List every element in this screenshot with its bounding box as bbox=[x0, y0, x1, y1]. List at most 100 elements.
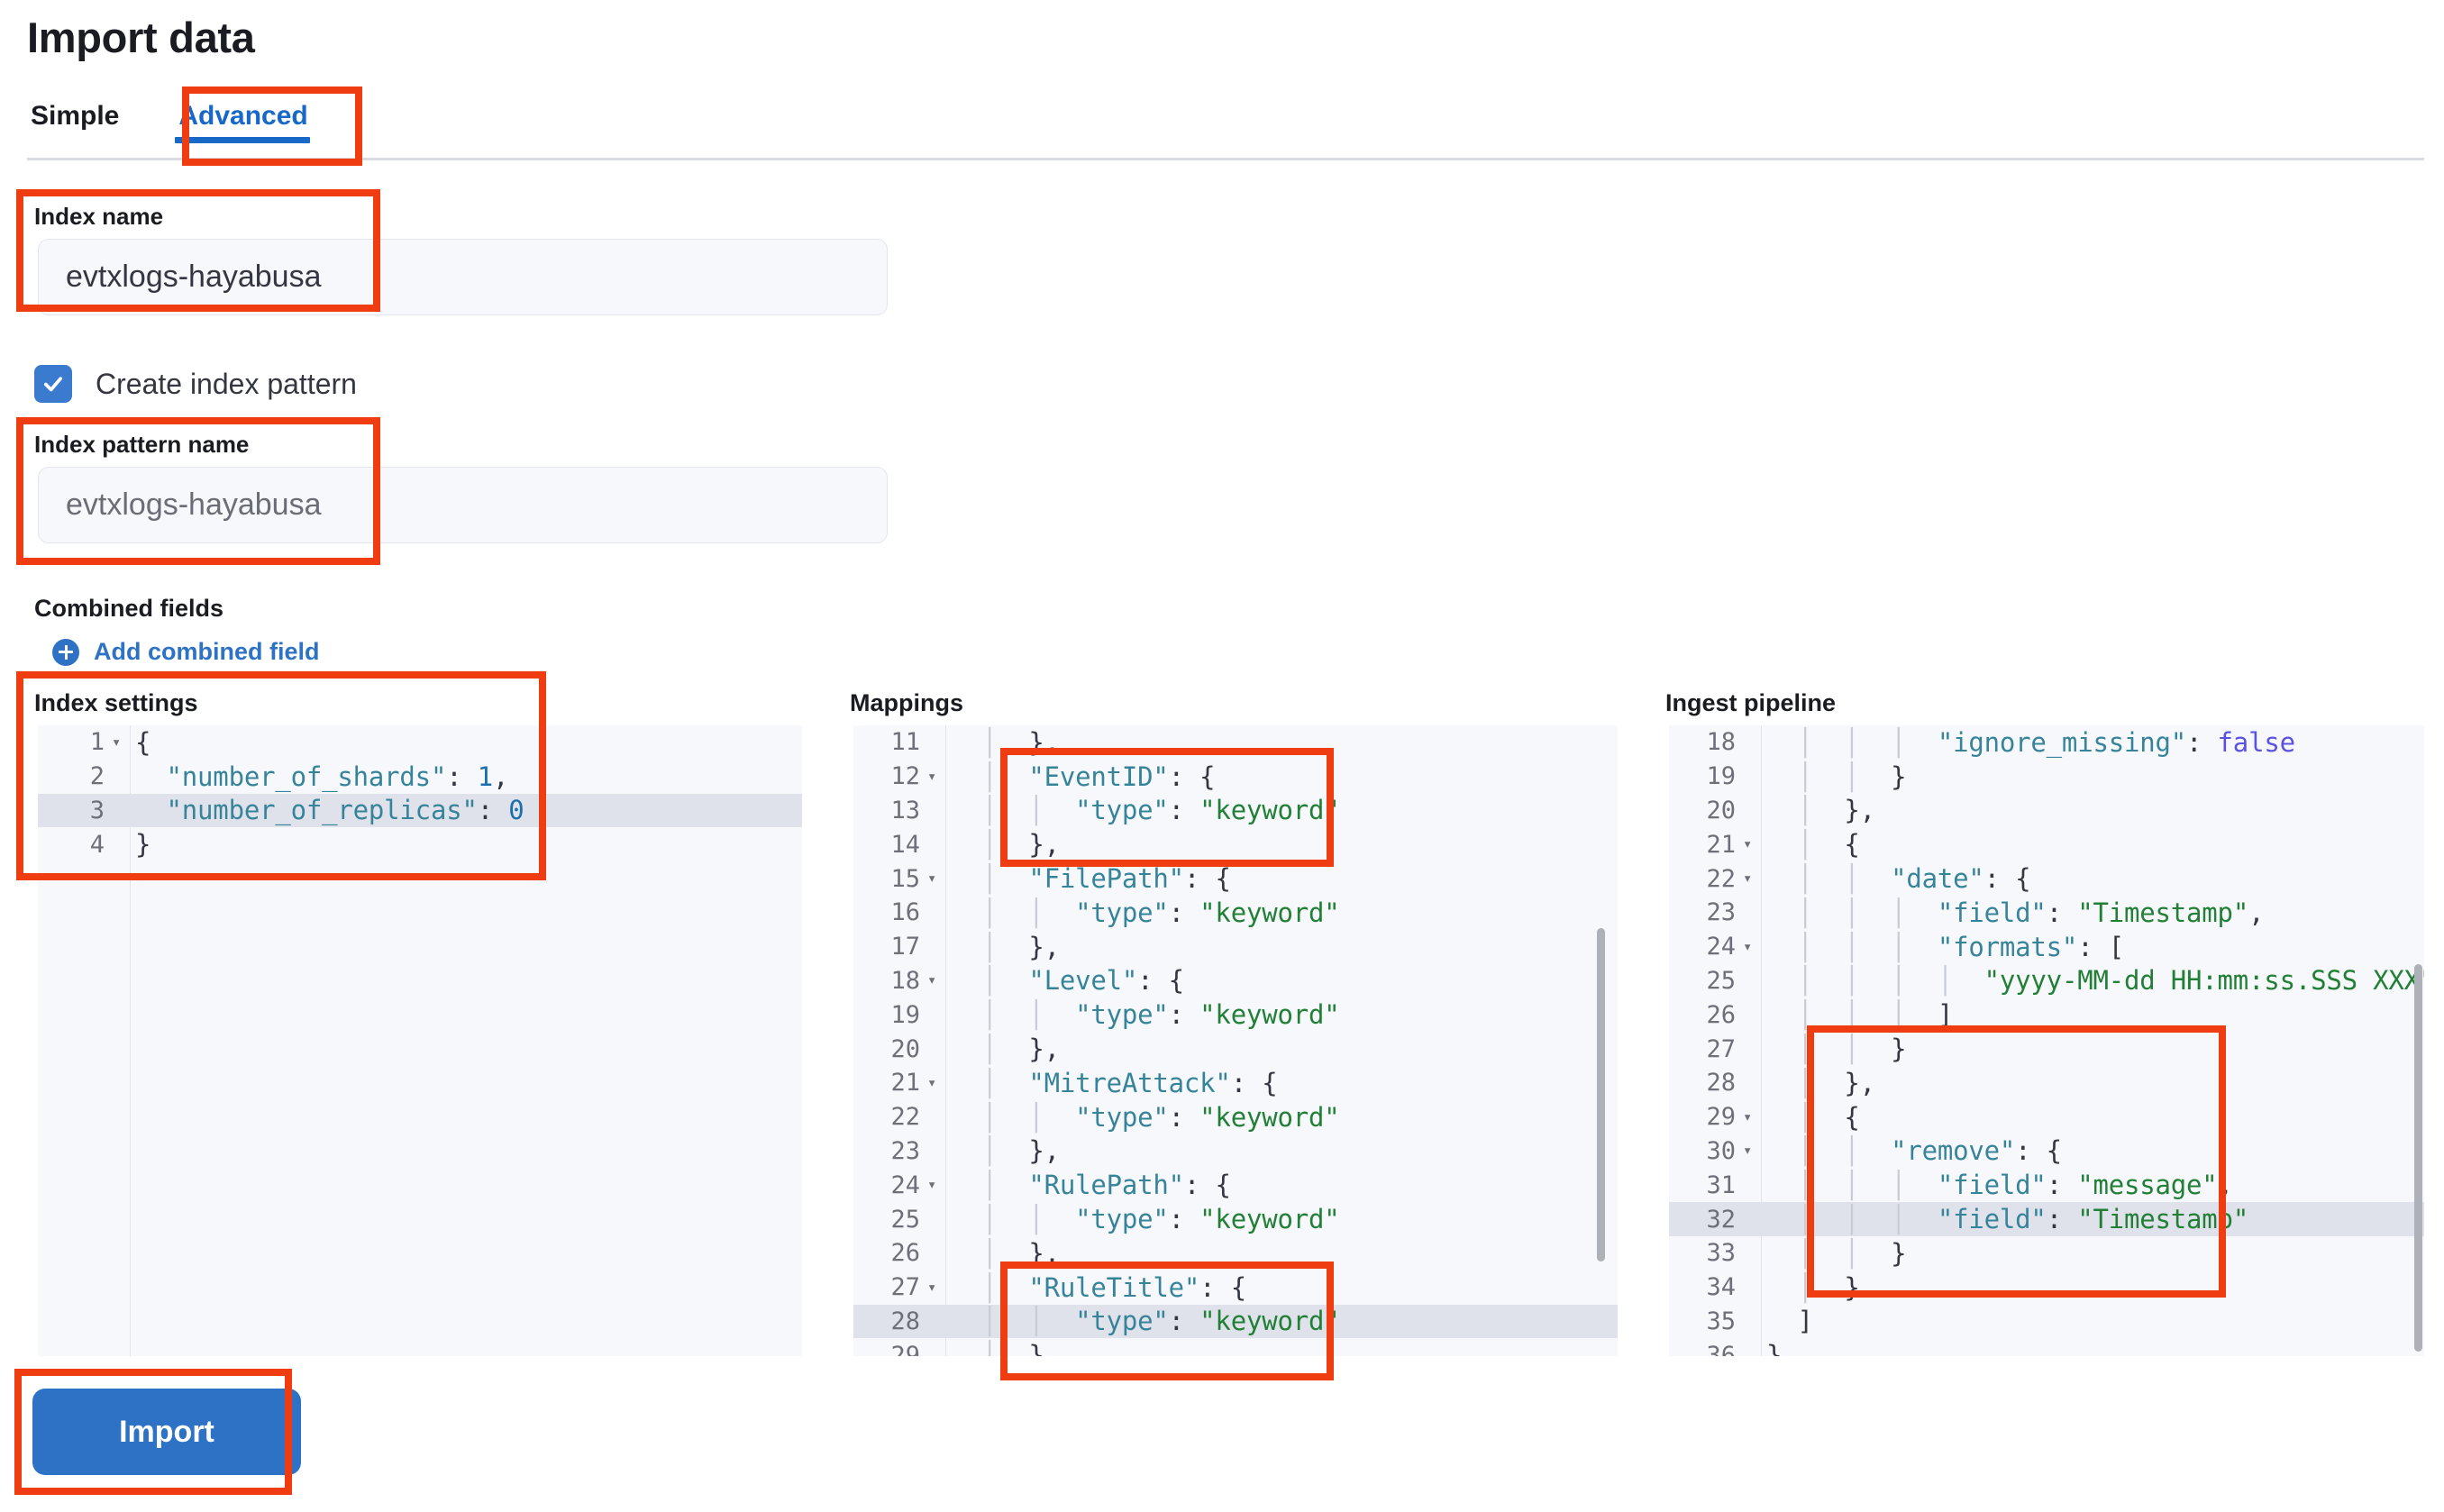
index-settings-editor[interactable]: 1▾{2 "number_of_shards": 1,3 "number_of_… bbox=[38, 725, 802, 1356]
code-line: 18 │ │ │ "ignore_missing": false bbox=[1669, 725, 2424, 760]
mappings-editor[interactable]: 11 │ },12▾ │ "EventID": {13 │ │ "type": … bbox=[853, 725, 1618, 1356]
line-number: 35 bbox=[1706, 1307, 1736, 1335]
fold-caret-icon[interactable]: ▾ bbox=[927, 870, 937, 888]
code-text: │ }, bbox=[951, 1034, 1061, 1065]
add-combined-field-button[interactable]: Add combined field bbox=[52, 638, 320, 666]
line-number: 26 bbox=[1706, 1000, 1736, 1029]
code-text: } bbox=[135, 829, 151, 861]
fold-caret-icon[interactable]: ▾ bbox=[927, 767, 937, 786]
checkmark-icon bbox=[34, 365, 72, 403]
fold-caret-icon[interactable]: ▾ bbox=[1743, 1142, 1753, 1161]
code-text: │ "MitreAttack": { bbox=[951, 1067, 1278, 1098]
code-line: 19 │ │ } bbox=[1669, 760, 2424, 794]
line-number: 28 bbox=[1706, 1069, 1736, 1098]
line-number: 19 bbox=[890, 1000, 920, 1029]
page-title: Import data bbox=[27, 14, 255, 61]
line-number: 18 bbox=[890, 966, 920, 995]
code-text: "number_of_shards": 1, bbox=[166, 761, 509, 792]
fold-caret-icon[interactable]: ▾ bbox=[1743, 835, 1753, 854]
fold-caret-icon[interactable]: ▾ bbox=[1743, 937, 1753, 956]
code-line: 36} bbox=[1669, 1338, 2424, 1356]
line-number: 29 bbox=[1706, 1103, 1736, 1132]
code-line: 13 │ │ "type": "keyword" bbox=[853, 794, 1618, 828]
fold-caret-icon[interactable]: ▾ bbox=[1743, 1107, 1753, 1126]
code-line: 29 ▾ │ { bbox=[1669, 1100, 2424, 1134]
line-number: 16 bbox=[890, 898, 920, 927]
code-text: │ { bbox=[1766, 1101, 1860, 1133]
fold-caret-icon[interactable]: ▾ bbox=[927, 1278, 937, 1297]
code-text: │ │ "type": "keyword" bbox=[951, 999, 1340, 1031]
code-line: 4} bbox=[38, 827, 802, 861]
line-number: 25 bbox=[1706, 966, 1736, 995]
fold-caret-icon[interactable]: ▾ bbox=[927, 1176, 937, 1195]
line-number: 25 bbox=[890, 1205, 920, 1234]
line-number: 33 bbox=[1706, 1239, 1736, 1268]
line-number: 34 bbox=[1706, 1273, 1736, 1302]
line-number: 11 bbox=[890, 728, 920, 757]
code-line: 17 │ }, bbox=[853, 930, 1618, 964]
code-text: │ │ "type": "keyword" bbox=[951, 1204, 1340, 1235]
code-line: 18 ▾ │ "Level": { bbox=[853, 964, 1618, 998]
code-line: 32 │ │ │ "field": "Timestamp" bbox=[1669, 1202, 2424, 1236]
line-number: 26 bbox=[890, 1239, 920, 1268]
code-text: │ }, bbox=[951, 1135, 1061, 1167]
code-line: 19 │ │ "type": "keyword" bbox=[853, 997, 1618, 1032]
fold-caret-icon[interactable]: ▾ bbox=[927, 1073, 937, 1092]
index-settings-title: Index settings bbox=[34, 689, 198, 716]
code-line: 34 │ } bbox=[1669, 1271, 2424, 1305]
code-text: │ }, bbox=[951, 726, 1061, 758]
line-number: 20 bbox=[890, 1034, 920, 1063]
code-text: │ │ "type": "keyword" bbox=[951, 1101, 1340, 1133]
combined-fields-title: Combined fields bbox=[34, 595, 224, 622]
fold-caret-icon[interactable]: ▾ bbox=[1743, 870, 1753, 888]
code-line: 28 │ }, bbox=[1669, 1066, 2424, 1100]
code-line: 26 │ │ │ ] bbox=[1669, 997, 2424, 1032]
line-number: 22 bbox=[1706, 864, 1736, 893]
code-line: 22 │ │ "type": "keyword" bbox=[853, 1100, 1618, 1134]
code-line: 23 │ }, bbox=[853, 1134, 1618, 1169]
line-number: 32 bbox=[1706, 1205, 1736, 1234]
line-number: 24 bbox=[890, 1170, 920, 1199]
code-text: │ } bbox=[1766, 1271, 1860, 1303]
line-number: 36 bbox=[1706, 1341, 1736, 1356]
mappings-scrollbar[interactable] bbox=[1597, 928, 1605, 1262]
code-line: 27▾ │ "RuleTitle": { bbox=[853, 1271, 1618, 1305]
code-line: 29 │ }, bbox=[853, 1338, 1618, 1356]
code-text: │ │ } bbox=[1766, 1237, 1907, 1269]
mappings-title: Mappings bbox=[850, 689, 963, 716]
fold-caret-icon[interactable]: ▾ bbox=[112, 733, 122, 751]
code-text: │ │ │ "formats": [ bbox=[1766, 931, 2125, 962]
fold-caret-icon[interactable]: ▾ bbox=[927, 971, 937, 990]
code-line: 31 │ │ │ "field": "message", bbox=[1669, 1168, 2424, 1202]
line-number: 14 bbox=[890, 830, 920, 859]
code-text: │ "Level": { bbox=[951, 965, 1185, 997]
index-pattern-name-label: Index pattern name bbox=[34, 431, 250, 458]
line-number: 17 bbox=[890, 933, 920, 961]
code-text: │ │ } bbox=[1766, 761, 1907, 792]
code-line: 11 │ }, bbox=[853, 725, 1618, 760]
code-text: │ │ │ "ignore_missing": false bbox=[1766, 726, 2296, 758]
code-line: 15▾ │ "FilePath": { bbox=[853, 861, 1618, 896]
code-line: 20 │ }, bbox=[1669, 794, 2424, 828]
ingest-pipeline-scrollbar[interactable] bbox=[2414, 964, 2422, 1352]
index-name-input[interactable]: evtxlogs-hayabusa bbox=[38, 239, 888, 315]
code-line: 23 │ │ │ "field": "Timestamp", bbox=[1669, 896, 2424, 930]
code-text: │ │ │ "field": "message", bbox=[1766, 1170, 2234, 1201]
code-text: │ }, bbox=[1766, 795, 1876, 826]
tab-simple[interactable]: Simple bbox=[31, 101, 120, 131]
line-number: 13 bbox=[890, 796, 920, 824]
tab-advanced[interactable]: Advanced bbox=[148, 95, 338, 156]
code-line: 26 │ }, bbox=[853, 1236, 1618, 1271]
code-line: 1▾{ bbox=[38, 725, 802, 760]
code-text: │ │ "type": "keyword" bbox=[951, 795, 1340, 826]
plus-circle-icon bbox=[52, 638, 79, 666]
import-button[interactable]: Import bbox=[32, 1389, 301, 1475]
create-index-pattern-checkbox[interactable]: Create index pattern bbox=[34, 365, 357, 403]
code-line: 28 │ │ "type": "keyword" bbox=[853, 1304, 1618, 1339]
code-line: 25 │ │ "type": "keyword" bbox=[853, 1202, 1618, 1236]
code-line: 24▾ │ │ │ "formats": [ bbox=[1669, 930, 2424, 964]
line-number: 3 bbox=[89, 796, 105, 824]
code-text: │ }, bbox=[951, 1237, 1061, 1269]
index-pattern-name-input[interactable]: evtxlogs-hayabusa bbox=[38, 467, 888, 543]
